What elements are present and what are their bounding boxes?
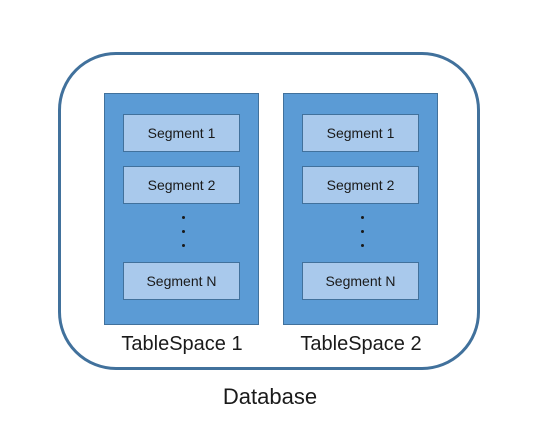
segment-box: Segment 2 bbox=[302, 166, 419, 204]
tablespace-1: Segment 1 Segment 2 Segment N bbox=[104, 93, 259, 325]
segment-box: Segment N bbox=[302, 262, 419, 300]
segment-box: Segment 2 bbox=[123, 166, 240, 204]
tablespace-2-label: TableSpace 2 bbox=[300, 333, 422, 355]
ellipsis-dot bbox=[182, 216, 185, 219]
ellipsis-dots bbox=[284, 212, 437, 252]
ellipsis-dots bbox=[105, 212, 258, 252]
ellipsis-dot bbox=[182, 244, 185, 247]
segment-box: Segment N bbox=[123, 262, 240, 300]
segment-box: Segment 1 bbox=[123, 114, 240, 152]
tablespace-1-label: TableSpace 1 bbox=[121, 333, 243, 355]
ellipsis-dot bbox=[361, 230, 364, 233]
ellipsis-dot bbox=[361, 216, 364, 219]
segment-box: Segment 1 bbox=[302, 114, 419, 152]
ellipsis-dot bbox=[361, 244, 364, 247]
database-label: Database bbox=[222, 384, 318, 409]
ellipsis-dot bbox=[182, 230, 185, 233]
tablespace-2: Segment 1 Segment 2 Segment N bbox=[283, 93, 438, 325]
